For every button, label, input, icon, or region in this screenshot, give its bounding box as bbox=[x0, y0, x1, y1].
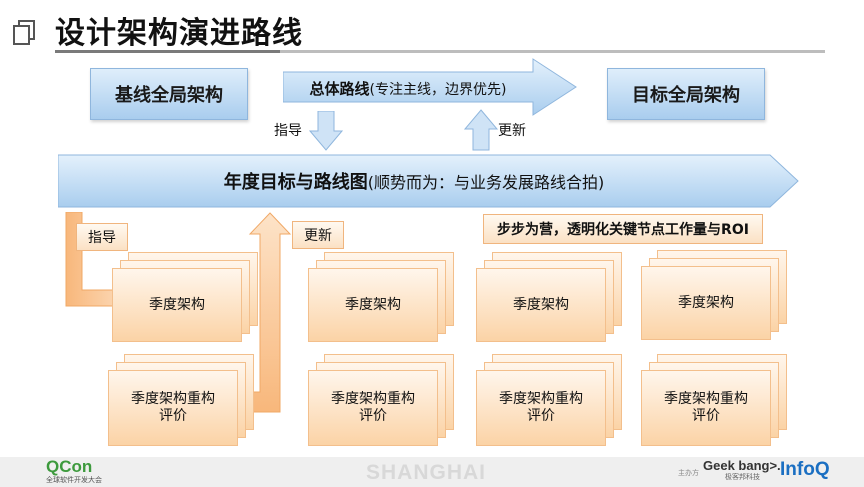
guide-top-label: 指导 bbox=[274, 123, 302, 139]
quarter-eval-line1: 季度架构重构 bbox=[131, 391, 215, 407]
quarter-eval-line2: 评价 bbox=[359, 408, 387, 424]
copy-icon bbox=[12, 20, 36, 50]
roi-label: 步步为营，透明化关键节点工作量与ROI bbox=[497, 222, 749, 238]
guide-down-arrow bbox=[308, 110, 344, 155]
overall-route-text: 总体路线(专注主线，边界优先) bbox=[283, 78, 533, 99]
footer-sponsor-label: 主办方 bbox=[678, 469, 699, 477]
page-title: 设计架构演进路线 bbox=[55, 16, 303, 51]
quarter-eval-card-4: 季度架构重构 评价 bbox=[641, 354, 791, 446]
footer-city: SHANGHAI bbox=[366, 461, 487, 484]
update-up-arrow bbox=[463, 109, 499, 155]
quarter-eval-line2: 评价 bbox=[527, 408, 555, 424]
guide-label-box: 指导 bbox=[76, 223, 128, 251]
quarter-arch-label: 季度架构 bbox=[513, 296, 569, 313]
roadmap-banner-text: 年度目标与路线图(顺势而为：与业务发展路线合拍) bbox=[58, 168, 770, 194]
update-top-label: 更新 bbox=[498, 123, 526, 139]
roi-label-box: 步步为营，透明化关键节点工作量与ROI bbox=[483, 214, 763, 244]
quarter-eval-line1: 季度架构重构 bbox=[664, 391, 748, 407]
quarter-arch-card-3: 季度架构 bbox=[476, 252, 626, 344]
quarter-arch-card-2: 季度架构 bbox=[308, 252, 458, 344]
footer-bar bbox=[0, 457, 864, 487]
target-label: 目标全局架构 bbox=[632, 85, 740, 106]
quarter-arch-card-1: 季度架构 bbox=[112, 252, 262, 344]
roadmap-banner-bold: 年度目标与路线图 bbox=[223, 172, 368, 193]
baseline-label: 基线全局架构 bbox=[115, 85, 223, 106]
target-box: 目标全局架构 bbox=[607, 68, 765, 120]
geekbang-logo-sub: 极客邦科技 bbox=[725, 473, 760, 481]
overall-route-note: (专注主线，边界优先) bbox=[369, 82, 507, 98]
roadmap-banner-arrow bbox=[57, 152, 800, 214]
update-label: 更新 bbox=[304, 228, 332, 244]
quarter-eval-card-1: 季度架构重构 评价 bbox=[108, 354, 258, 446]
quarter-arch-card-4: 季度架构 bbox=[641, 250, 791, 342]
title-divider bbox=[55, 50, 825, 53]
title-divider-accent bbox=[55, 50, 280, 53]
quarter-arch-label: 季度架构 bbox=[678, 294, 734, 311]
quarter-eval-line1: 季度架构重构 bbox=[331, 391, 415, 407]
geekbang-logo: Geek bang>. 极客邦科技 bbox=[703, 459, 781, 482]
qcon-logo-sub: 全球软件开发大会 bbox=[46, 476, 102, 484]
infoq-logo: InfoQ bbox=[780, 459, 830, 480]
overall-route-bold: 总体路线 bbox=[309, 80, 370, 98]
quarter-arch-label: 季度架构 bbox=[149, 296, 205, 313]
qcon-logo-text: QCon bbox=[46, 457, 93, 476]
overall-route-arrow bbox=[282, 58, 578, 120]
guide-label: 指导 bbox=[88, 230, 116, 246]
baseline-box: 基线全局架构 bbox=[90, 68, 248, 120]
roadmap-banner-note: (顺势而为：与业务发展路线合拍) bbox=[367, 173, 605, 192]
quarter-eval-line2: 评价 bbox=[692, 408, 720, 424]
quarter-eval-line2: 评价 bbox=[159, 408, 187, 424]
quarter-eval-card-3: 季度架构重构 评价 bbox=[476, 354, 626, 446]
qcon-logo: QCon 全球软件开发大会 bbox=[46, 458, 102, 485]
update-label-box: 更新 bbox=[292, 221, 344, 249]
quarter-arch-label: 季度架构 bbox=[345, 296, 401, 313]
quarter-eval-line1: 季度架构重构 bbox=[499, 391, 583, 407]
geekbang-logo-text: Geek bang>. bbox=[703, 458, 781, 473]
quarter-eval-card-2: 季度架构重构 评价 bbox=[308, 354, 458, 446]
